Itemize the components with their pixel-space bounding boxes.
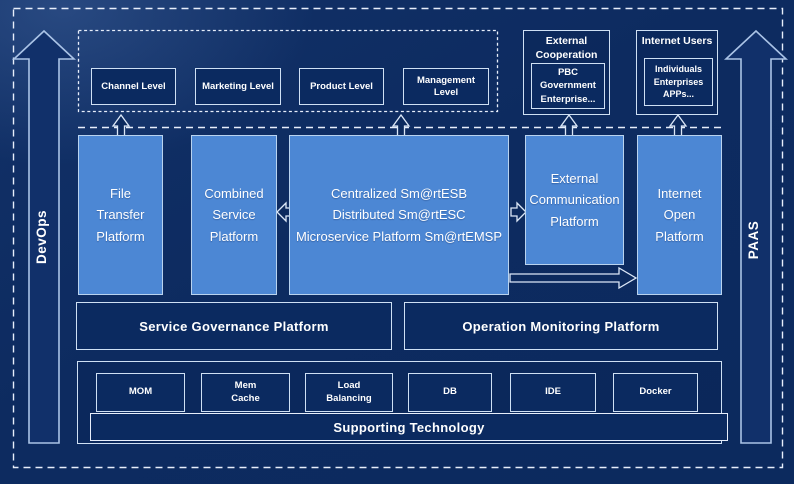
right-arrow-centralized-to-external: [510, 201, 527, 223]
tech-box-mom: MOM: [96, 373, 185, 412]
outer-dashed-boundary: [12, 7, 784, 469]
levels-dashed-group: [77, 29, 499, 113]
platform-centralized-esb: Centralized Sm@rtESB Distributed Sm@rtES…: [289, 135, 509, 295]
level-label: Marketing Level: [202, 80, 274, 92]
up-arrow-centralized: [391, 113, 411, 137]
level-label: Product Level: [310, 80, 373, 92]
level-box-management: Management Level: [403, 68, 489, 105]
level-label: Channel Level: [101, 80, 166, 92]
operation-monitoring-platform: Operation Monitoring Platform: [404, 302, 718, 350]
devops-label: DevOps: [34, 209, 49, 265]
service-governance-platform: Service Governance Platform: [76, 302, 392, 350]
tech-box-ide: IDE: [510, 373, 596, 412]
level-box-marketing: Marketing Level: [195, 68, 281, 105]
platform-combined-service: Combined Service Platform: [191, 135, 277, 295]
level-box-product: Product Level: [299, 68, 384, 105]
external-cooperation-group: External Cooperation PBC Government Ente…: [523, 30, 610, 115]
external-cooperation-item: PBC Government Enterprise...: [531, 63, 605, 109]
long-arrow-centralized-to-internet-open: [509, 266, 638, 290]
internet-users-title: Internet Users: [641, 35, 713, 47]
internet-users-group: Internet Users Individuals Enterprises A…: [636, 30, 718, 115]
supporting-technology-banner: Supporting Technology: [90, 413, 728, 441]
level-label: Management Level: [416, 74, 476, 98]
platform-file-transfer: File Transfer Platform: [78, 135, 163, 295]
paas-up-arrow: [723, 29, 789, 444]
devops-up-arrow: [11, 29, 77, 444]
platform-internet-open: Internet Open Platform: [637, 135, 722, 295]
platform-external-communication: External Communication Platform: [525, 135, 624, 265]
up-arrow-external-communication: [559, 113, 579, 137]
external-cooperation-title: External Cooperation: [535, 35, 598, 61]
tech-box-db: DB: [408, 373, 492, 412]
tech-box-load-balancing: Load Balancing: [305, 373, 393, 412]
tech-box-mem-cache: Mem Cache: [201, 373, 290, 412]
tech-box-docker: Docker: [613, 373, 698, 412]
paas-label: PAAS: [746, 220, 761, 260]
up-arrow-internet-open: [668, 113, 688, 137]
up-arrow-file-transfer: [111, 113, 131, 137]
level-box-channel: Channel Level: [91, 68, 176, 105]
internet-users-item: Individuals Enterprises APPs...: [644, 58, 713, 106]
